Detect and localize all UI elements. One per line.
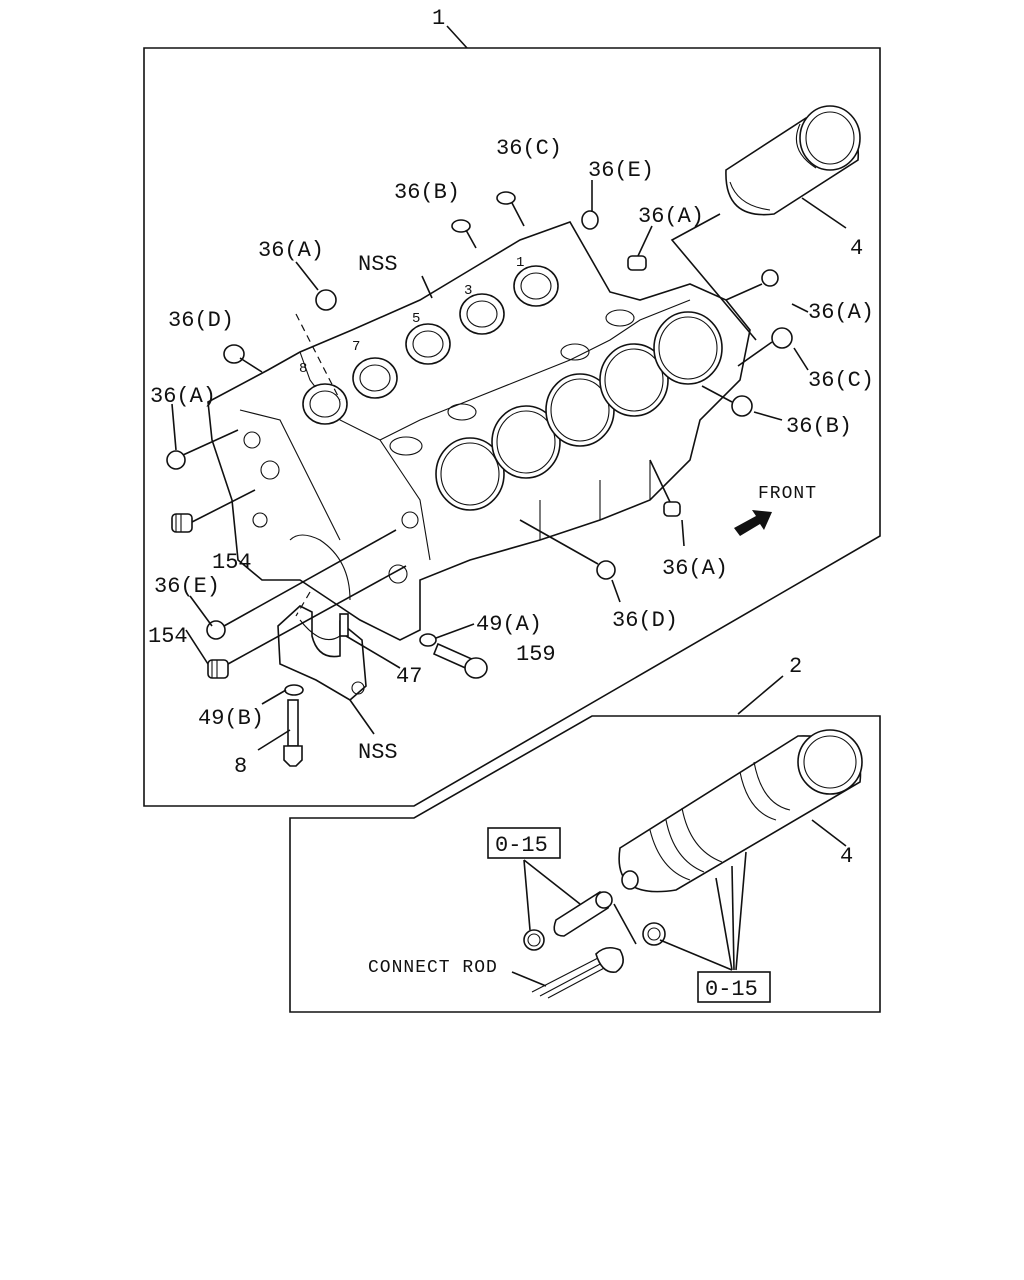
plug-154-lower — [207, 565, 407, 679]
label-36a-right: 36(A) — [808, 300, 874, 325]
ref-box-015-b — [697, 971, 771, 1003]
svg-text:5: 5 — [412, 311, 421, 327]
label-36b-top: 36(B) — [394, 180, 460, 205]
piston-pin — [553, 891, 613, 937]
connect-rod-label: CONNECT ROD — [368, 958, 498, 978]
label-36e-top: 36(E) — [588, 158, 654, 183]
group-2-number: 2 — [789, 654, 802, 679]
dowel-47 — [339, 613, 349, 637]
plug-154-upper — [171, 489, 256, 533]
svg-text:1: 1 — [516, 255, 525, 271]
label-36d-bottom: 36(D) — [612, 608, 678, 633]
label-49b: 49(B) — [198, 706, 264, 731]
plug-36a-top-mid — [627, 255, 647, 271]
svg-text:8: 8 — [299, 361, 308, 377]
label-36c-top: 36(C) — [496, 136, 562, 161]
front-arrow-icon — [734, 510, 772, 536]
plug-36e-top — [581, 210, 599, 230]
label-4-bottom: 4 — [840, 844, 853, 869]
label-36e-left: 36(E) — [154, 574, 220, 599]
plug-36d-bottom — [519, 519, 616, 580]
label-36a-left: 36(A) — [150, 384, 216, 409]
label-4-top: 4 — [850, 236, 863, 261]
right-bank-bores — [435, 311, 723, 511]
plug-36a-right — [725, 269, 779, 301]
svg-text:7: 7 — [352, 339, 361, 355]
engine-block: 8 7 5 3 1 — [207, 221, 751, 641]
front-label: FRONT — [758, 484, 817, 504]
washer-49a — [419, 633, 437, 647]
label-nss-top: NSS — [358, 252, 398, 277]
plug-36a-right-low — [649, 459, 681, 517]
plug-36b-right — [701, 385, 753, 417]
washer-49b — [284, 684, 304, 696]
plug-36c-top — [496, 191, 525, 227]
label-159: 159 — [516, 642, 556, 667]
cylinder-liner-top — [670, 105, 861, 341]
left-bank-bores: 8 7 5 3 1 — [299, 255, 559, 425]
plug-36a-left — [166, 429, 239, 470]
label-154-lower: 154 — [148, 624, 188, 649]
label-47: 47 — [396, 664, 422, 689]
label-36a-top-left: 36(A) — [258, 238, 324, 263]
piston-assembly — [618, 729, 863, 893]
plug-36d-left — [223, 344, 263, 373]
label-36b-right: 36(B) — [786, 414, 852, 439]
snap-ring — [523, 929, 545, 951]
label-36c-right: 36(C) — [808, 368, 874, 393]
plug-36b-top — [451, 219, 477, 249]
group-1-frame — [143, 47, 881, 807]
label-36a-right-low: 36(A) — [662, 556, 728, 581]
label-36d-left: 36(D) — [168, 308, 234, 333]
svg-text:0-15: 0-15 — [495, 833, 548, 858]
label-36a-top-mid: 36(A) — [638, 204, 704, 229]
group-1-number: 1 — [432, 6, 445, 31]
connecting-rod — [511, 946, 624, 999]
group-2-frame — [289, 715, 881, 1013]
label-8: 8 — [234, 754, 247, 779]
plug-36a-top-left — [315, 289, 337, 311]
ref-box-015-a — [487, 827, 561, 859]
pin-bushing — [642, 922, 666, 946]
bolt-8 — [283, 699, 303, 767]
svg-text:3: 3 — [464, 283, 473, 299]
label-nss-bottom: NSS — [358, 740, 398, 765]
svg-text:0-15: 0-15 — [705, 977, 758, 1002]
plug-36c-right — [737, 327, 793, 367]
label-154-upper: 154 — [212, 550, 252, 575]
bolt-159 — [432, 642, 488, 679]
label-49a: 49(A) — [476, 612, 542, 637]
